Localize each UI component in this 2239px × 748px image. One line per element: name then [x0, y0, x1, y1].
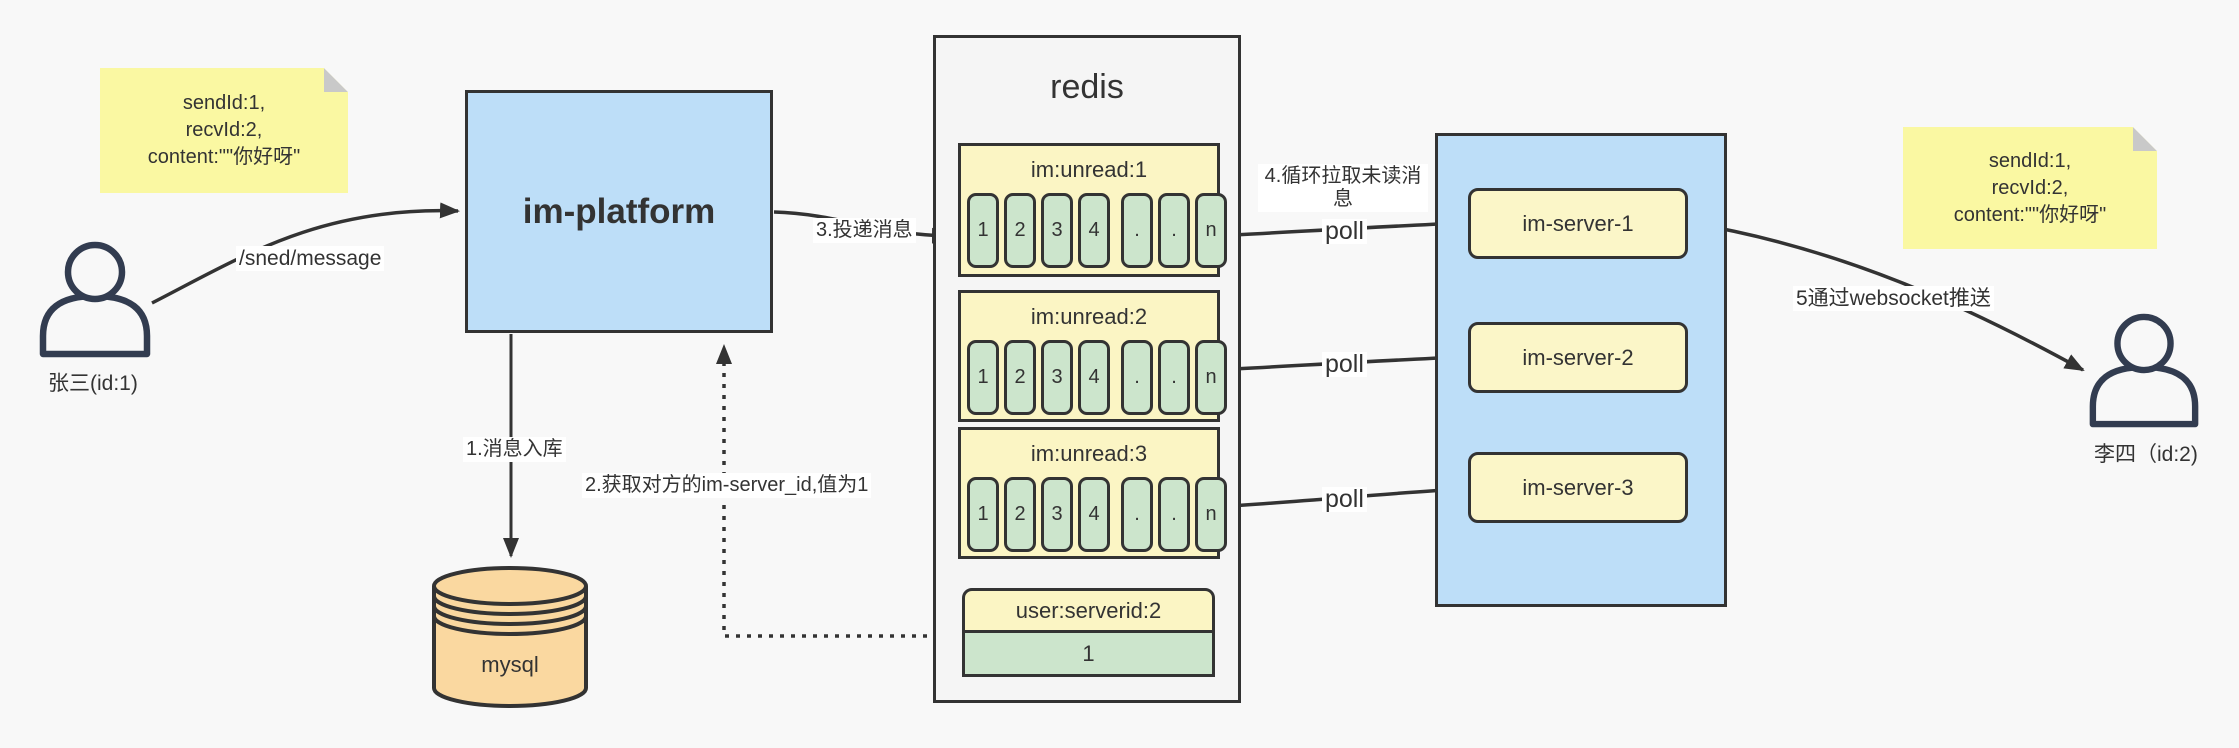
queue-title: im:unread:2: [1030, 303, 1148, 329]
edge-label-step3: 3.投递消息: [813, 218, 916, 243]
receiver-label: 李四（id:2): [2094, 443, 2198, 466]
edge-label-step5: 5通过websocket推送: [1793, 286, 1994, 311]
queue-title: im:unread:3: [1030, 440, 1148, 466]
queue-cell: 1: [967, 193, 999, 268]
note-line: recvId:2,: [1991, 176, 2069, 199]
sticky-note-push: sendId:1, recvId:2, content:""你好呀": [1903, 127, 2157, 249]
redis-title: redis: [1050, 68, 1124, 106]
queue-cell: .: [1158, 193, 1190, 268]
queue-cell: 3: [1041, 477, 1073, 552]
queue-cell: n: [1195, 477, 1227, 552]
kv-key: user:serverid:2: [962, 588, 1215, 633]
sticky-note-request: sendId:1, recvId:2, content:""你好呀": [100, 68, 348, 193]
mysql-cylinder-icon: [432, 566, 588, 708]
queue-cell: .: [1121, 340, 1153, 415]
user-icon-sender: [39, 241, 151, 358]
im-server-2-node: im-server-2: [1468, 322, 1688, 393]
queue-cell: 4: [1078, 340, 1110, 415]
queue-cell: 1: [967, 477, 999, 552]
queue-cell: .: [1158, 477, 1190, 552]
queue-cell: 1: [967, 340, 999, 415]
mysql-label: mysql: [481, 652, 539, 677]
queue-cell: 4: [1078, 193, 1110, 268]
queue-cell: 2: [1004, 340, 1036, 415]
queue-cell: 3: [1041, 193, 1073, 268]
note-line: recvId:2,: [185, 119, 263, 141]
im-server-1-node: im-server-1: [1468, 188, 1688, 259]
note-line: content:""你好呀": [1953, 203, 2107, 226]
sender-label: 张三(id:1): [48, 372, 138, 395]
edge-label-step2: 2.获取对方的im-server_id,值为1: [582, 473, 872, 498]
redis-queue-unread-2: im:unread:2 1 2 3 4 . . n: [958, 290, 1227, 422]
im-platform-label: im-platform: [522, 191, 716, 231]
edge-label-step4: 4.循环拉取未读消息: [1258, 164, 1428, 212]
queue-cells: 1 2 3 4 . . n: [961, 477, 1227, 552]
redis-kv-user-serverid: user:serverid:2 1: [962, 588, 1215, 677]
queue-cell: .: [1121, 193, 1153, 268]
queue-cells: 1 2 3 4 . . n: [961, 340, 1227, 415]
queue-cell: n: [1195, 340, 1227, 415]
queue-cell: 2: [1004, 477, 1036, 552]
queue-cells: 1 2 3 4 . . n: [961, 193, 1227, 268]
edge-label-poll-3: poll: [1322, 487, 1367, 512]
note-line: sendId:1,: [1988, 149, 2072, 172]
im-server-3-node: im-server-3: [1468, 452, 1688, 523]
im-server-label: im-server-3: [1522, 474, 1634, 500]
queue-cell: 2: [1004, 193, 1036, 268]
edge-label-poll-2: poll: [1322, 352, 1367, 377]
queue-cell: 3: [1041, 340, 1073, 415]
redis-queue-unread-3: im:unread:3 1 2 3 4 . . n: [958, 427, 1227, 559]
im-platform-node: im-platform: [465, 90, 773, 333]
edge-label-step1: 1.消息入库: [463, 437, 566, 462]
note-line: content:""你好呀": [147, 146, 301, 168]
kv-value: 1: [962, 633, 1215, 677]
edge-label-send-message: /sned/message: [236, 246, 385, 271]
queue-title: im:unread:1: [1030, 156, 1148, 182]
note-line: sendId:1,: [182, 92, 266, 114]
redis-queue-unread-1: im:unread:1 1 2 3 4 . . n: [958, 143, 1227, 277]
queue-cell: .: [1158, 340, 1190, 415]
edge-label-poll-1: poll: [1322, 219, 1367, 244]
im-server-label: im-server-2: [1522, 344, 1634, 370]
queue-cell: .: [1121, 477, 1153, 552]
im-server-label: im-server-1: [1522, 210, 1634, 236]
queue-cell: 4: [1078, 477, 1110, 552]
user-icon-receiver: [2089, 313, 2199, 428]
queue-cell: n: [1195, 193, 1227, 268]
